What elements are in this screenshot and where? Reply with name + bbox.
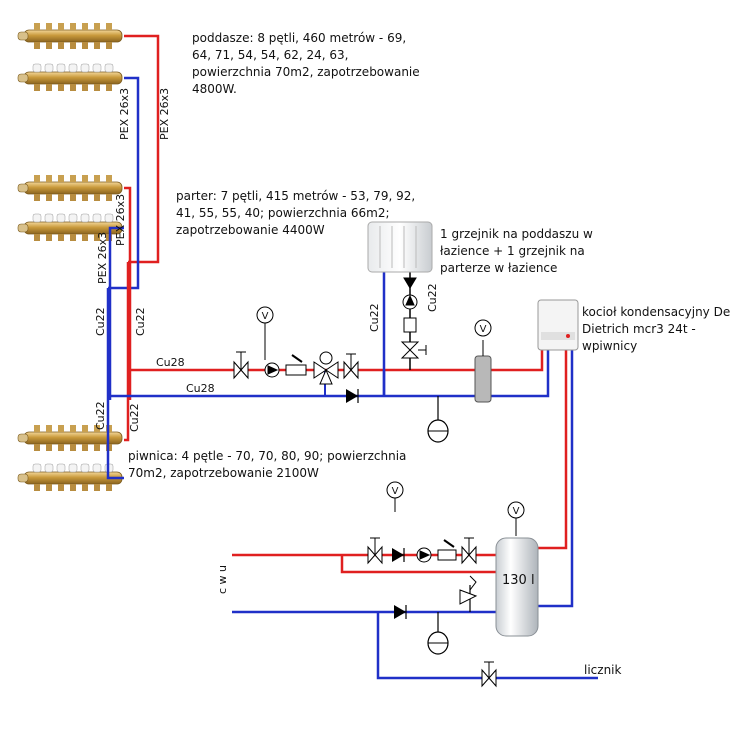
dhw-check-valve-cold (394, 605, 407, 619)
label-pex-b: PEX 26x3 (158, 88, 171, 140)
check-valve-return (346, 389, 359, 403)
dhw-valve-1 (367, 537, 383, 565)
manifold-basement (17, 424, 123, 492)
check-valve-supply (285, 354, 307, 376)
label-cu28-red: Cu28 (156, 356, 185, 369)
pipes-ground (108, 186, 132, 400)
gauge-dhw: V (386, 481, 404, 512)
svg-text:V: V (480, 324, 487, 335)
dhw-pump (416, 547, 432, 563)
label-cu22-radiator: Cu22 (426, 283, 439, 312)
label-cu22-mid: Cu22 (134, 307, 147, 336)
svg-text:V: V (262, 311, 269, 322)
label-pex-c: PEX 26x3 (114, 194, 127, 246)
hydraulic-separator (474, 340, 492, 403)
meter-valve (481, 661, 497, 688)
label-cu22-top: Cu22 (368, 303, 381, 332)
dhw-valve-2 (461, 537, 477, 565)
note-basement: piwnica: 4 pętle - 70, 70, 80, 90; powie… (128, 449, 407, 480)
boiler (537, 299, 579, 351)
dhw-check-valve (392, 548, 405, 562)
label-cu22-left: Cu22 (94, 307, 107, 336)
label-pex-d: PEX 26x3 (96, 232, 109, 284)
expansion-vessel-dhw (427, 631, 449, 655)
manifold-ground-floor (17, 174, 123, 242)
svg-text:V: V (392, 486, 399, 497)
expansion-vessel-heating (427, 419, 449, 443)
mixing-valve (313, 351, 339, 385)
radiator-branch-valves (400, 277, 427, 359)
label-pex-a: PEX 26x3 (118, 88, 131, 140)
pipes-attic (108, 34, 160, 290)
svg-text:130 l: 130 l (502, 573, 535, 588)
label-dhw: c w u (216, 565, 229, 594)
pump-supply (264, 362, 280, 378)
valve-supply-1 (233, 351, 249, 380)
manifold-attic (17, 22, 123, 92)
gauge-main: V (256, 306, 274, 360)
label-cu22-low-red: Cu22 (128, 403, 141, 432)
note-ground-floor: parter: 7 pętli, 415 metrów - 53, 79, 92… (176, 189, 416, 237)
label-cu22-low-blue: Cu22 (94, 401, 107, 430)
gauge-tank: V (507, 501, 525, 536)
note-attic: poddasze: 8 pętli, 460 metrów - 69, 64, … (192, 31, 420, 96)
safety-valve (459, 575, 478, 605)
note-boiler: kocioł kondensacyjny De Dietrich mcr3 24… (582, 305, 731, 353)
svg-text:V: V (513, 506, 520, 517)
main-return-pipe (110, 345, 550, 398)
dhw-tank: 130 l (495, 537, 539, 637)
label-cu28-blue: Cu28 (186, 382, 215, 395)
dhw-thermostat (437, 539, 457, 561)
note-radiators: 1 grzejnik na poddaszu w łazience + 1 gr… (440, 227, 593, 275)
valve-supply-2 (343, 353, 359, 380)
label-meter: licznik (584, 663, 622, 677)
gauge-separator: V (474, 319, 492, 337)
radiator (367, 221, 433, 273)
